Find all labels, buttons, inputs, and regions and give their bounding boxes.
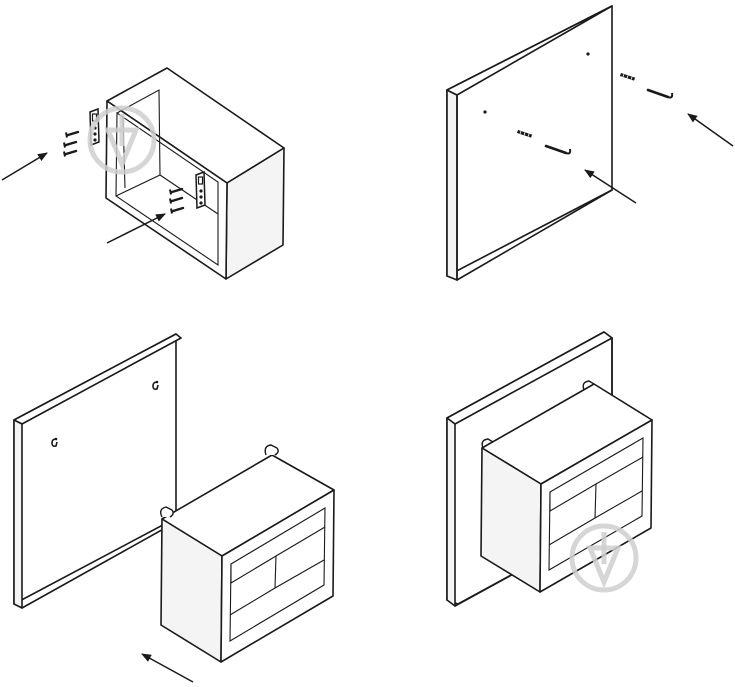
arrow-icon: [1, 152, 48, 181]
arrow-icon: [584, 169, 637, 204]
hanger-bracket-icon: [159, 506, 174, 518]
step-4-cube-hung: [446, 331, 653, 607]
arrow-icon: [106, 213, 166, 244]
arrow-icon: [141, 653, 194, 683]
screw-icon: [62, 149, 78, 158]
step-2-panel-hooks: [446, 5, 734, 281]
screw-icon: [62, 140, 78, 149]
wall-plug-icon: [618, 68, 637, 85]
arrow-icon: [687, 113, 734, 147]
hanger-bracket-icon: [195, 171, 206, 209]
hanger-bracket-icon: [264, 444, 279, 456]
hook-icon: [646, 88, 674, 99]
screw-icon: [64, 130, 80, 139]
step-1-cube-brackets: [1, 67, 285, 280]
step-3-align-cube: [13, 333, 335, 683]
